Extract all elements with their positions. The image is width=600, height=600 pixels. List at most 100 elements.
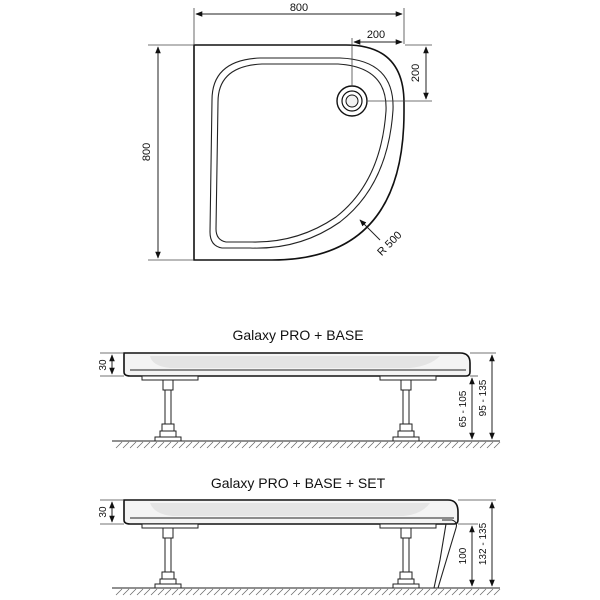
- floor-hatch-line: [311, 588, 319, 596]
- section-1-floor-hatch: [115, 441, 501, 449]
- floor-hatch-line: [374, 441, 382, 449]
- section-pro-base-set: Galaxy PRO + BASE + SET: [98, 475, 501, 596]
- width-label: 800: [290, 2, 308, 14]
- floor-hatch-line: [227, 441, 235, 449]
- floor-hatch-line: [213, 441, 221, 449]
- floor-hatch-line: [465, 588, 473, 596]
- floor-hatch-line: [241, 441, 249, 449]
- floor-hatch-line: [262, 588, 270, 596]
- floor-hatch-line: [451, 441, 459, 449]
- floor-hatch-line: [430, 588, 438, 596]
- floor-hatch-line: [353, 588, 361, 596]
- floor-hatch-line: [444, 441, 452, 449]
- floor-hatch-line: [129, 588, 137, 596]
- floor-hatch-line: [276, 588, 284, 596]
- floor-hatch-line: [388, 588, 396, 596]
- floor-hatch-line: [227, 588, 235, 596]
- top-view: 800 800 200 200 R 500: [141, 2, 432, 261]
- floor-hatch-line: [395, 588, 403, 596]
- floor-hatch-line: [150, 588, 158, 596]
- floor-hatch-line: [486, 441, 494, 449]
- section-2-title: Galaxy PRO + BASE + SET: [211, 475, 386, 491]
- floor-hatch-line: [416, 588, 424, 596]
- floor-hatch-line: [276, 441, 284, 449]
- section-2-thickness-label: 30: [98, 506, 109, 518]
- floor-hatch-line: [409, 441, 417, 449]
- basin-inner-outline: [209, 57, 394, 249]
- floor-hatch-line: [479, 441, 487, 449]
- floor-hatch-line: [269, 588, 277, 596]
- floor-hatch-line: [122, 441, 130, 449]
- floor-hatch-line: [458, 441, 466, 449]
- floor-hatch-line: [199, 588, 207, 596]
- floor-hatch-line: [304, 441, 312, 449]
- height-label: 800: [141, 143, 153, 161]
- floor-hatch-line: [136, 588, 144, 596]
- floor-hatch-line: [143, 441, 151, 449]
- floor-hatch-line: [178, 588, 186, 596]
- drain-x-label: 200: [367, 29, 385, 41]
- section-1-leg-range-label: 65 - 105: [458, 390, 469, 427]
- section-1-thickness-label: 30: [98, 359, 109, 371]
- floor-hatch-line: [220, 441, 228, 449]
- floor-hatch-line: [192, 588, 200, 596]
- section-1-title: Galaxy PRO + BASE: [232, 327, 363, 343]
- floor-hatch-line: [360, 441, 368, 449]
- floor-hatch-line: [234, 441, 242, 449]
- floor-hatch-line: [360, 588, 368, 596]
- floor-hatch-line: [325, 441, 333, 449]
- floor-hatch-line: [115, 588, 123, 596]
- floor-hatch-line: [269, 441, 277, 449]
- floor-hatch-line: [262, 441, 270, 449]
- floor-hatch-line: [346, 441, 354, 449]
- floor-hatch-line: [206, 441, 214, 449]
- floor-hatch-line: [381, 588, 389, 596]
- floor-hatch-line: [283, 441, 291, 449]
- radius-label: R 500: [375, 229, 404, 258]
- floor-hatch-line: [409, 588, 417, 596]
- floor-hatch-line: [157, 588, 165, 596]
- floor-hatch-line: [437, 441, 445, 449]
- floor-hatch-line: [402, 588, 410, 596]
- floor-hatch-line: [178, 441, 186, 449]
- section-1-right-leg: [379, 375, 437, 442]
- floor-hatch-line: [402, 441, 410, 449]
- floor-hatch-line: [122, 588, 130, 596]
- floor-hatch-line: [248, 588, 256, 596]
- floor-hatch-line: [388, 441, 396, 449]
- floor-hatch-line: [290, 441, 298, 449]
- floor-hatch-line: [325, 588, 333, 596]
- floor-hatch-line: [458, 588, 466, 596]
- floor-hatch-line: [493, 588, 501, 596]
- section-2-left-leg: [141, 523, 199, 589]
- section-pro-base: Galaxy PRO + BASE 30: [98, 327, 501, 449]
- floor-hatch-line: [493, 441, 501, 449]
- floor-hatch-line: [136, 441, 144, 449]
- floor-hatch-line: [206, 588, 214, 596]
- floor-hatch-line: [255, 588, 263, 596]
- floor-hatch-line: [444, 588, 452, 596]
- floor-hatch-line: [395, 441, 403, 449]
- floor-hatch-line: [367, 441, 375, 449]
- floor-hatch-line: [332, 588, 340, 596]
- floor-hatch-line: [465, 441, 473, 449]
- floor-hatch-line: [234, 588, 242, 596]
- floor-hatch-line: [255, 441, 263, 449]
- floor-hatch-line: [416, 441, 424, 449]
- floor-hatch-line: [381, 441, 389, 449]
- floor-hatch-line: [164, 588, 172, 596]
- floor-hatch-line: [367, 588, 375, 596]
- basin-inner-lip: [215, 63, 387, 243]
- floor-hatch-line: [472, 588, 480, 596]
- floor-hatch-line: [318, 588, 326, 596]
- floor-hatch-line: [143, 588, 151, 596]
- floor-hatch-line: [339, 588, 347, 596]
- floor-hatch-line: [115, 441, 123, 449]
- floor-hatch-line: [185, 441, 193, 449]
- section-1-total-range-label: 95 - 135: [478, 379, 489, 416]
- floor-hatch-line: [283, 588, 291, 596]
- floor-hatch-line: [451, 588, 459, 596]
- section-2-right-leg: [379, 523, 437, 589]
- floor-hatch-line: [430, 441, 438, 449]
- section-1-left-leg: [141, 375, 199, 442]
